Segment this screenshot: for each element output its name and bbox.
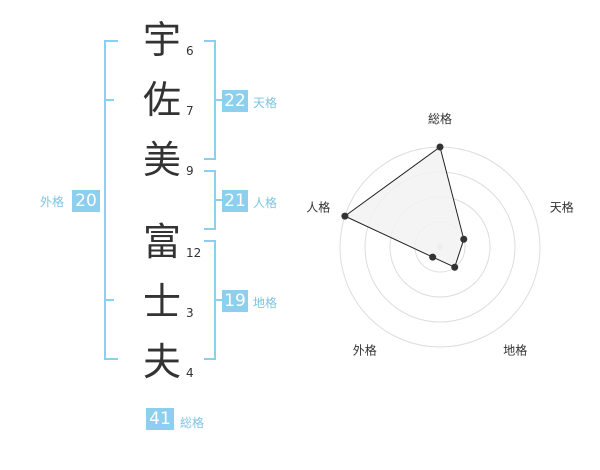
radar-point-4 <box>429 253 437 261</box>
gaikaku-bracket-tick <box>104 99 114 101</box>
name-char-5: 士 <box>142 280 181 324</box>
name-char-2: 佐 <box>142 78 181 122</box>
stroke-count-6: 4 <box>186 366 194 380</box>
tenkaku-bracket-tick <box>216 99 222 101</box>
stroke-count-4: 12 <box>186 246 202 260</box>
jinkaku-label: 人格 <box>253 196 278 210</box>
tenkaku-bracket <box>204 40 216 160</box>
tenkaku-label: 天格 <box>253 96 278 110</box>
radar-point-5 <box>341 212 349 220</box>
radar-series-area <box>343 146 465 268</box>
gaikaku-bracket-tick <box>104 299 114 301</box>
name-char-1: 宇 <box>142 18 181 62</box>
radar-axis-label-4: 外格 <box>353 343 377 358</box>
gaikaku-badge: 20 <box>72 190 100 212</box>
chikaku-badge: 19 <box>222 290 248 312</box>
radar-point-2 <box>460 235 468 243</box>
chikaku-label: 地格 <box>253 296 278 310</box>
gaikaku-bracket <box>104 40 118 360</box>
radar-axis-label-5: 人格 <box>306 199 330 214</box>
jinkaku-bracket <box>204 170 216 230</box>
stroke-count-1: 6 <box>186 44 194 58</box>
soukaku-badge: 41 <box>146 408 174 430</box>
name-char-6: 夫 <box>142 340 181 384</box>
tenkaku-badge: 22 <box>222 90 248 112</box>
chikaku-bracket <box>204 240 216 360</box>
jinkaku-badge: 21 <box>222 190 248 212</box>
radar-axis-label-3: 地格 <box>503 343 527 358</box>
name-char-4: 富 <box>142 220 181 264</box>
gaikaku-label: 外格 <box>40 195 65 209</box>
radar-point-1 <box>436 143 444 151</box>
radar-point-3 <box>451 263 459 271</box>
stroke-count-2: 7 <box>186 104 194 118</box>
jinkaku-bracket-tick <box>216 199 222 201</box>
name-char-3: 美 <box>142 138 181 182</box>
radar-axis-label-1: 総格 <box>428 111 452 126</box>
soukaku-label: 総格 <box>180 416 205 430</box>
stroke-count-3: 9 <box>186 164 194 178</box>
chikaku-bracket-tick <box>216 299 222 301</box>
stroke-count-5: 3 <box>186 306 194 320</box>
radar-axis-label-2: 天格 <box>550 199 574 214</box>
